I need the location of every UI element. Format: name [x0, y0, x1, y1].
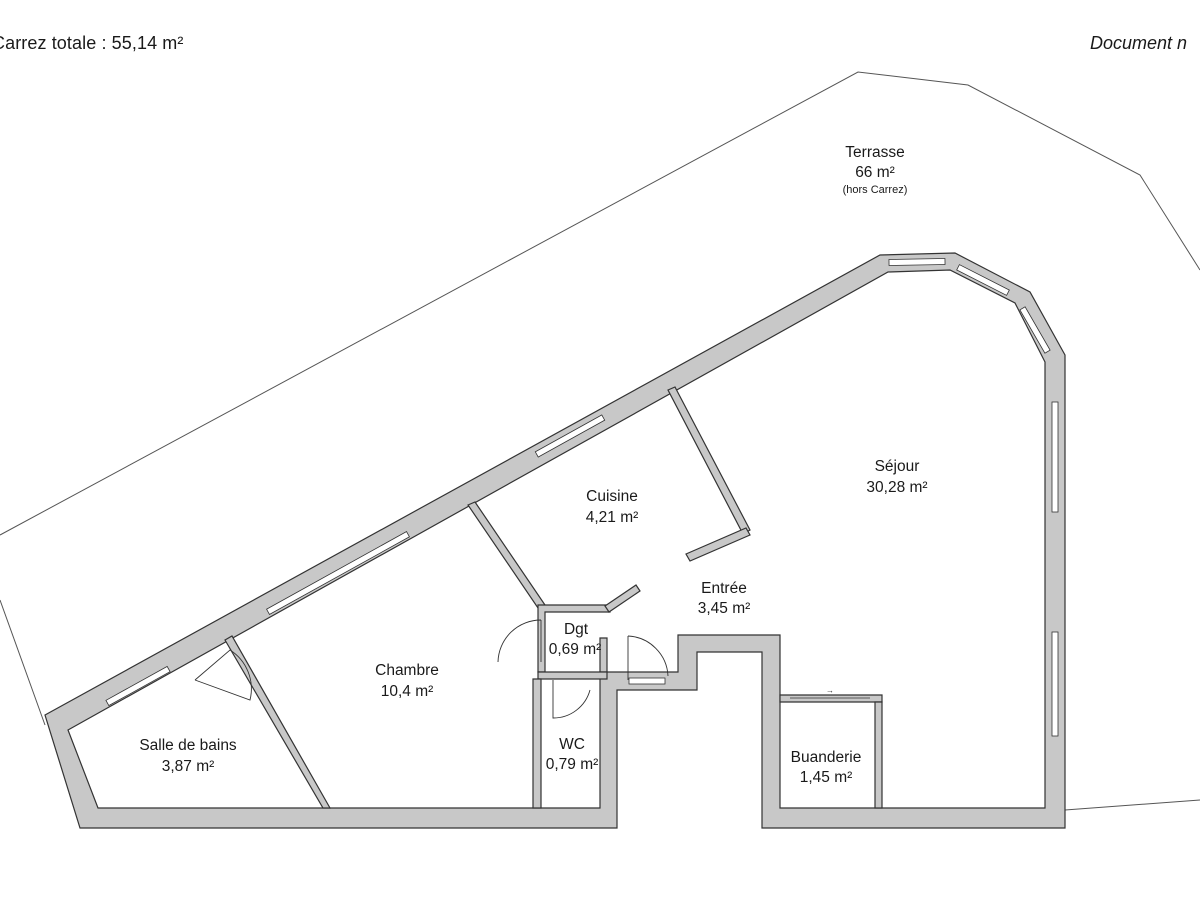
- terrasse-name: Terrasse: [845, 144, 904, 161]
- interior-walls: [224, 386, 883, 809]
- document-note: Document n: [1090, 33, 1188, 53]
- cuisine-name: Cuisine: [586, 488, 638, 505]
- chambre-area: 10,4 m²: [381, 683, 434, 700]
- terrace-outline-right: [1064, 799, 1200, 811]
- wc-name: WC: [559, 736, 585, 753]
- dgt-area: 0,69 m²: [549, 641, 602, 658]
- sejour-area: 30,28 m²: [866, 479, 927, 496]
- wall-wc-left: [532, 678, 542, 809]
- window: [956, 264, 1010, 296]
- terrasse-area: 66 m²: [855, 164, 895, 181]
- door-swing-dgt: [497, 619, 542, 663]
- room-labels: Terrasse 66 m² (hors Carrez) Séjour 30,2…: [139, 144, 927, 786]
- buanderie-name: Buanderie: [791, 749, 862, 766]
- terrace-outline-left: [0, 599, 46, 726]
- window: [1019, 306, 1051, 354]
- window: [888, 258, 946, 266]
- door-swing-sdb: [194, 649, 252, 701]
- terrasse-note: (hors Carrez): [843, 184, 908, 196]
- entree-name: Entrée: [701, 580, 747, 597]
- wall-chambre-cuisine: [467, 501, 546, 609]
- cuisine-area: 4,21 m²: [586, 509, 639, 526]
- door-swing-wc: [552, 680, 591, 719]
- wall-cuisine-right: [667, 386, 751, 535]
- exterior-wall: [44, 252, 1066, 829]
- wall-cuisine-stub: [604, 584, 641, 613]
- window: [534, 414, 606, 458]
- wc-area: 0,79 m²: [546, 756, 599, 773]
- entree-area: 3,45 m²: [698, 600, 751, 617]
- window: [105, 665, 171, 707]
- window: [1051, 401, 1059, 513]
- terrace-outline: [0, 71, 1200, 536]
- salle-de-bains-area: 3,87 m²: [162, 758, 215, 775]
- carrez-total-label: Carrez totale : 55,14 m²: [0, 33, 184, 53]
- wall-dgt-bottom: [537, 671, 608, 680]
- svg-text:→: →: [826, 686, 834, 695]
- salle-de-bains-name: Salle de bains: [139, 737, 237, 754]
- sejour-name: Séjour: [875, 458, 920, 475]
- wall-cuisine-bottom: [685, 527, 751, 562]
- window: [266, 531, 410, 615]
- chambre-name: Chambre: [375, 662, 439, 679]
- wall-buanderie-right: [874, 701, 883, 809]
- dgt-name: Dgt: [564, 621, 589, 638]
- window: [628, 677, 666, 685]
- buanderie-door: →: [790, 686, 870, 699]
- wall-dgt: [537, 604, 611, 673]
- door-swings: [194, 619, 669, 719]
- windows: [105, 258, 1059, 737]
- wall-sdb-chambre: [224, 635, 332, 809]
- window: [1051, 631, 1059, 737]
- door-swing-entree: [627, 635, 669, 677]
- wall-buanderie-top: [779, 694, 883, 703]
- buanderie-area: 1,45 m²: [800, 769, 853, 786]
